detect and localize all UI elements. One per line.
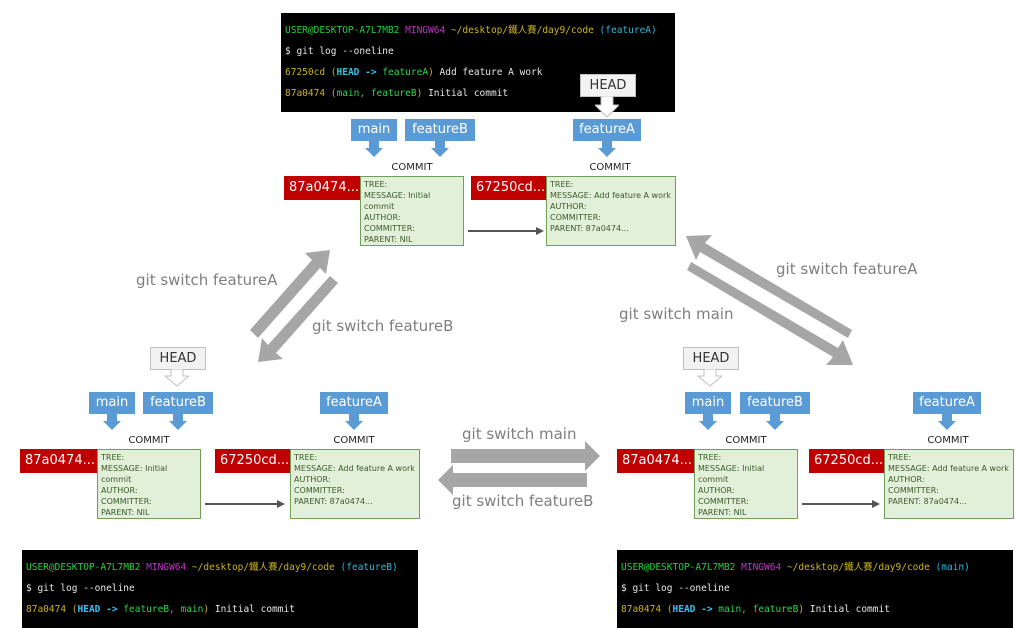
branch-arrow-icon [169,414,187,430]
hash-pointer [285,456,291,458]
prompt-env: MINGW64 [405,24,446,36]
arrow-left-down [258,276,338,362]
log-line: 87a0474 (HEAD -> featureB, main) Initial… [26,603,295,615]
commit-hash: 67250cd... [471,176,551,200]
terminal-top: USER@DESKTOP-A7L7MB2 MINGW64 ~/desktop/鐵… [281,13,675,112]
commit-hash: 87a0474... [617,449,697,473]
commit-title: COMMIT [391,162,433,173]
branch-featureA: featureA [320,392,388,414]
head-arrow-icon [698,369,722,387]
branch-arrow-icon [699,414,717,430]
terminal-command: $ git log --oneline [26,582,135,594]
commit-title: COMMIT [333,435,375,446]
hash-pointer [541,183,547,185]
commit-title: COMMIT [725,435,767,446]
commit-title: COMMIT [589,162,631,173]
head-pointer: HEAD [580,74,636,97]
branch-main: main [351,119,397,141]
branch-featureB: featureB [405,119,475,141]
terminal-command: $ git log --oneline [285,45,394,57]
transition-label-left-up: git switch featureA [136,271,278,289]
arrow-bottom-left [438,465,587,495]
branch-arrow-icon [365,141,383,157]
branch-featureA: featureA [913,392,981,414]
head-arrow-icon [595,96,619,118]
parent-link [468,230,536,232]
branch-main: main [685,392,731,414]
commit-hash: 87a0474... [20,449,100,473]
transition-label-right-down: git switch main [619,305,734,323]
branch-main: main [89,392,135,414]
parent-link [205,503,277,505]
prompt-branch: (featureB) [340,561,398,573]
transition-label-bottom-right: git switch main [462,425,577,443]
terminal-bottom-left: USER@DESKTOP-A7L7MB2 MINGW64 ~/desktop/鐵… [22,550,418,628]
prompt-user: USER@DESKTOP-A7L7MB2 [621,561,736,573]
prompt-env: MINGW64 [146,561,187,573]
parent-link-head [872,500,880,508]
parent-link-head [277,500,285,508]
branch-arrow-icon [938,414,956,430]
prompt-path: ~/desktop/鐵人賽/day9/code [191,561,335,573]
prompt-user: USER@DESKTOP-A7L7MB2 [285,24,400,36]
branch-featureA: featureA [573,119,641,141]
hash-pointer [689,456,695,458]
commit-title: COMMIT [927,435,969,446]
terminal-bottom-right: USER@DESKTOP-A7L7MB2 MINGW64 ~/desktop/鐵… [617,550,1013,628]
hash-pointer [355,183,361,185]
log-line: 87a0474 (main, featureB) Initial commit [285,87,509,99]
arrow-right-up [686,235,852,338]
prompt-user: USER@DESKTOP-A7L7MB2 [26,561,141,573]
parent-link [802,503,872,505]
commit-title: COMMIT [128,435,170,446]
commit-hash: 67250cd... [215,449,295,473]
transition-label-right-up: git switch featureA [776,260,918,278]
branch-arrow-icon [598,141,616,157]
parent-link-head [536,227,544,235]
branch-arrow-icon [345,414,363,430]
transition-arrows [250,235,853,495]
transition-label-left-down: git switch featureB [312,317,454,335]
prompt-path: ~/desktop/鐵人賽/day9/code [450,24,594,36]
log-line: 67250cd (HEAD -> featureA) Add feature A… [285,66,543,78]
transition-label-bottom-left: git switch featureB [452,492,594,510]
branch-arrow-icon [766,414,784,430]
hash-pointer [92,456,98,458]
commit-hash: 67250cd... [809,449,889,473]
head-pointer: HEAD [150,347,206,370]
terminal-command: $ git log --oneline [621,582,730,594]
prompt-branch: (featureA) [599,24,657,36]
prompt-env: MINGW64 [741,561,782,573]
branch-featureB: featureB [143,392,213,414]
log-line: 87a0474 (HEAD -> main, featureB) Initial… [621,603,890,615]
arrow-right-down [687,262,853,365]
arrow-left-up [250,250,330,338]
commit-hash: 87a0474... [284,176,364,200]
prompt-path: ~/desktop/鐵人賽/day9/code [786,561,930,573]
prompt-branch: (main) [935,561,970,573]
head-arrow-icon [165,369,189,387]
head-pointer: HEAD [683,347,739,370]
branch-featureB: featureB [740,392,810,414]
branch-arrow-icon [431,141,449,157]
branch-arrow-icon [103,414,121,430]
arrow-bottom-right [451,441,600,471]
hash-pointer [879,456,885,458]
